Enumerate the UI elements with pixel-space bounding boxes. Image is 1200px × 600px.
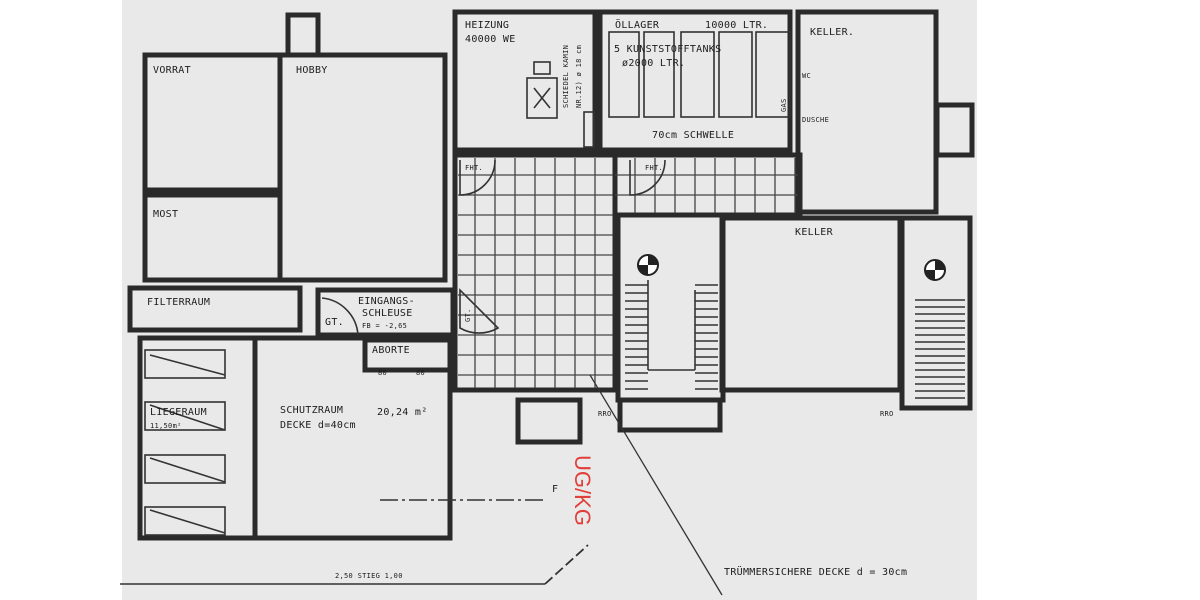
label-kamin-size: NR.12) ø 18 cm xyxy=(575,45,583,108)
label-heizung-power: 40000 WE xyxy=(465,34,516,45)
label-abort-80b: 80 xyxy=(416,369,425,377)
label-tanks-volume: ø2000 LTR. xyxy=(622,58,685,69)
label-vorrat: VORRAT xyxy=(153,65,191,76)
label-schutzraum-decke: DECKE d=40cm xyxy=(280,420,356,431)
dash-lines xyxy=(120,374,723,596)
column-symbols xyxy=(637,254,946,281)
label-rro-2: RRO xyxy=(880,410,894,418)
label-most: MOST xyxy=(153,209,178,220)
label-schutzraum: SCHUTZRAUM xyxy=(280,405,343,416)
labels: HEIZUNG 40000 WE SCHIEDEL KAMIN NR.12) ø… xyxy=(147,18,907,580)
label-keller-top: KELLER. xyxy=(810,27,854,38)
label-truemmer: TRÜMMERSICHERE DECKE d = 30cm xyxy=(724,565,907,578)
label-eingang-1: EINGANGS- xyxy=(358,296,415,307)
doors xyxy=(321,159,666,336)
label-aborte: ABORTE xyxy=(372,345,410,356)
label-liegeraum: LIEGERAUM xyxy=(150,407,207,418)
label-oellager: ÖLLAGER xyxy=(615,18,660,31)
oil-tanks xyxy=(608,31,791,118)
label-filterraum: FILTERRAUM xyxy=(147,297,210,308)
walls xyxy=(127,9,975,541)
label-oellager-volume: 10000 LTR. xyxy=(705,20,768,31)
label-keller-mid: KELLER xyxy=(795,227,834,238)
label-f: F xyxy=(552,484,558,495)
label-schutzraum-area: 20,24 m² xyxy=(377,407,428,418)
floor-label: UG/KG xyxy=(570,455,595,526)
label-fht-1: FHT. xyxy=(465,164,483,172)
label-heizung: HEIZUNG xyxy=(465,20,509,31)
label-kamin: SCHIEDEL KAMIN xyxy=(562,45,570,108)
hallway-tiles xyxy=(458,158,798,388)
label-tanks: 5 KUNSTSTOFFTANKS xyxy=(614,44,721,55)
label-eingang-2: SCHLEUSE xyxy=(362,308,413,319)
label-liegeraum-area: 11,50m² xyxy=(150,422,182,430)
label-hobby: HOBBY xyxy=(296,65,328,76)
boiler xyxy=(526,61,595,148)
paper-background xyxy=(122,0,977,600)
label-wc: WC xyxy=(802,72,811,80)
label-gas: GAS xyxy=(780,98,788,112)
label-abort-80a: 80 xyxy=(378,369,387,377)
label-gt: GT. xyxy=(325,317,344,328)
label-dusche: DUSCHE xyxy=(802,116,829,124)
label-rro-1: RRO xyxy=(598,410,612,418)
stairs xyxy=(625,280,965,399)
label-eingang-3: FB = -2,65 xyxy=(362,322,407,330)
label-schwelle: 70cm SCHWELLE xyxy=(652,130,734,141)
label-gt-2: GT. xyxy=(464,308,472,322)
label-fht-2: FHT. xyxy=(645,164,663,172)
label-dim-bottom: 2,50 STIEG 1,00 xyxy=(335,572,403,580)
bunks xyxy=(144,349,226,536)
